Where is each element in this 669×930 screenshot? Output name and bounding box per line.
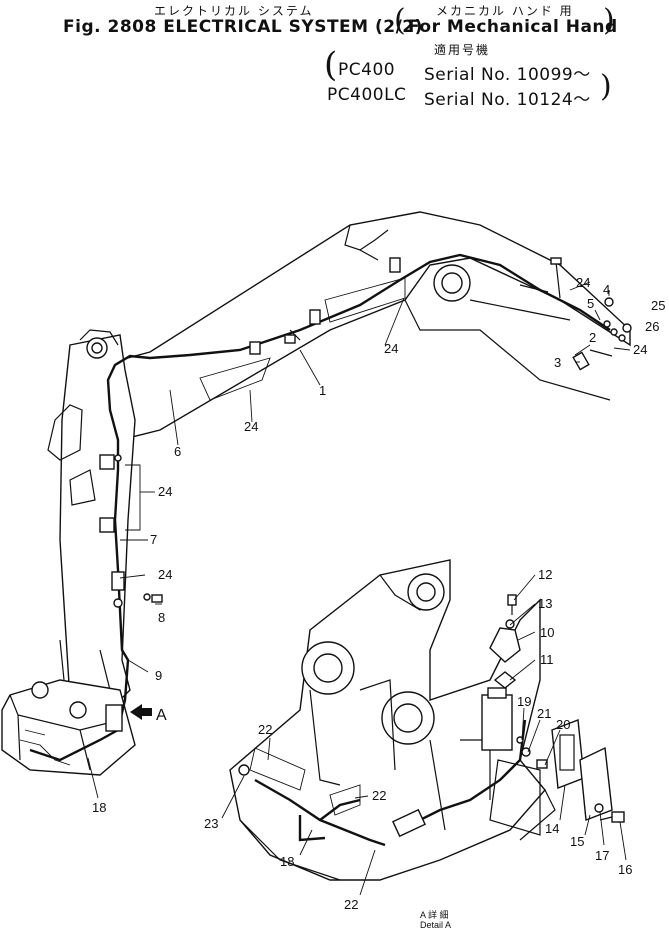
boom-drawing — [119, 211, 631, 441]
callout-24-boom-right: 24 — [384, 341, 398, 356]
callout-3: 3 — [554, 355, 561, 370]
figure-title: Fig. 2808 ELECTRICAL SYSTEM (2/2) — [63, 17, 423, 37]
callout-13: 13 — [538, 596, 552, 611]
callout-9: 9 — [155, 668, 162, 683]
callout-24-arm-upper: 24 — [158, 484, 172, 499]
open-paren: ( — [394, 3, 406, 38]
callout-10: 10 — [540, 625, 554, 640]
jp-subtitle: メカニカル ハンド 用 — [436, 4, 574, 18]
open-paren-2: ( — [324, 45, 338, 85]
callout-24-boom-left: 24 — [244, 419, 258, 434]
for-label: For Mechanical Hand — [408, 17, 618, 37]
callout-17: 17 — [595, 848, 609, 863]
callout-15: 15 — [570, 834, 584, 849]
callout-18-bottom: 18 — [280, 854, 294, 869]
arrow-a-label: A — [156, 707, 167, 724]
jp-title: エレクトリカル システム — [154, 4, 314, 18]
callout-22-bottom: 22 — [344, 897, 358, 912]
model-1: PC400 — [338, 60, 396, 80]
callout-22-top: 22 — [258, 722, 272, 737]
callout-22-mid: 22 — [372, 788, 386, 803]
callout-24-top-right: 24 — [576, 275, 590, 290]
model-2: PC400LC — [327, 85, 407, 105]
hardware-parts — [519, 257, 632, 371]
callout-26: 26 — [645, 319, 659, 334]
callout-12: 12 — [538, 567, 552, 582]
detail-a-label: Detail A — [420, 920, 451, 930]
serial-2: Serial No. 10124～ — [424, 90, 591, 110]
lower-parts — [143, 329, 625, 838]
callout-16: 16 — [618, 862, 632, 877]
close-paren-2: ) — [600, 69, 612, 104]
callout-8: 8 — [158, 610, 165, 625]
callout-24-arm-lower: 24 — [158, 567, 172, 582]
close-paren: ) — [603, 3, 615, 38]
detail-a-arrow — [130, 704, 152, 720]
callout-14: 14 — [545, 821, 559, 836]
callout-23: 23 — [204, 816, 218, 831]
callout-19: 19 — [517, 694, 531, 709]
callout-21: 21 — [537, 706, 551, 721]
callout-24-right: 24 — [633, 342, 647, 357]
callout-7: 7 — [150, 532, 157, 547]
callout-20: 20 — [556, 717, 570, 732]
callout-11: 11 — [540, 652, 554, 667]
callout-25: 25 — [651, 298, 665, 313]
detail-a-jp: A 詳 細 — [420, 909, 449, 920]
callout-1: 1 — [319, 383, 326, 398]
jp-applicable: 適用号機 — [434, 43, 491, 57]
leader-lines — [87, 281, 631, 896]
serial-1: Serial No. 10099～ — [424, 65, 591, 85]
hand-body-drawing — [229, 559, 556, 881]
callout-4: 4 — [603, 282, 610, 297]
callout-18-left: 18 — [92, 800, 106, 815]
callout-2: 2 — [589, 330, 596, 345]
wire-clamps — [99, 257, 401, 732]
callout-5: 5 — [587, 296, 594, 311]
callout-6: 6 — [174, 444, 181, 459]
bracket-callout-boxes — [125, 277, 406, 816]
